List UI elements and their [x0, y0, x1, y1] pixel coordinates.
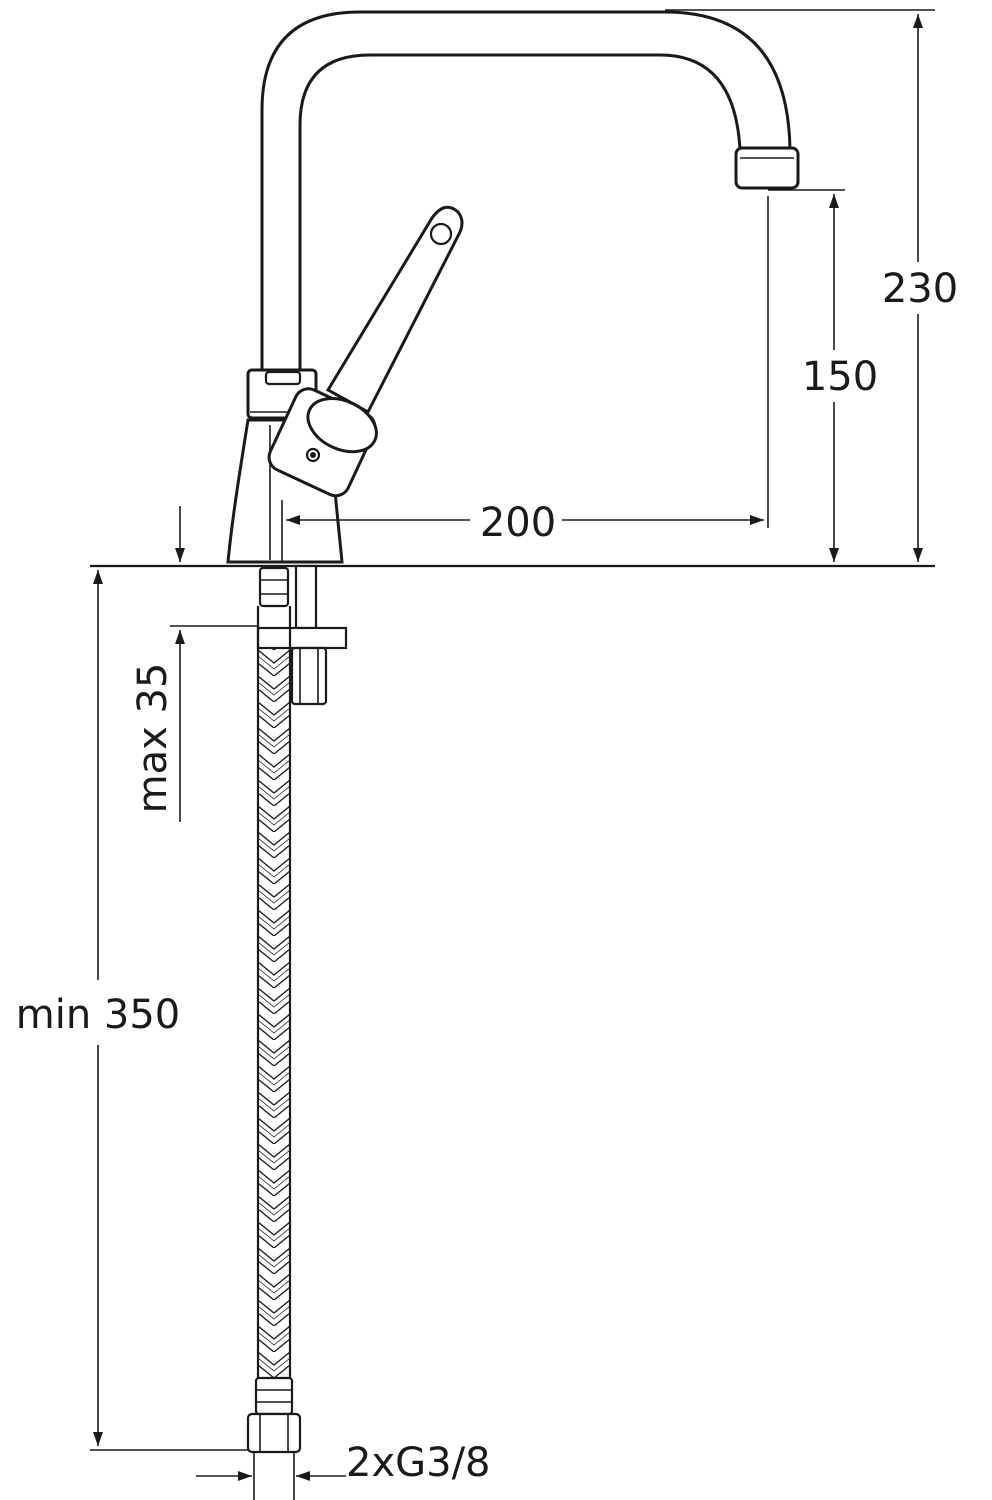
dim-reach: 200 — [281, 196, 769, 562]
dim-outlet-height-label: 150 — [802, 354, 878, 400]
dim-total-height-label: 230 — [882, 266, 958, 312]
dim-connection-label: 2xG3/8 — [346, 1440, 491, 1486]
dim-min-hose: min 350 — [16, 570, 248, 1451]
faucet-lever — [267, 205, 464, 498]
dim-min-hose-label: min 350 — [16, 992, 181, 1038]
dim-max-thickness: max 35 — [130, 506, 258, 822]
hose-top-fitting — [258, 566, 290, 608]
dim-connection: 2xG3/8 — [196, 1440, 491, 1486]
dim-outlet-height: 150 — [768, 189, 878, 562]
dim-max-thickness-label: max 35 — [130, 663, 176, 814]
mounting-rod — [294, 564, 318, 630]
mounting-bracket — [256, 626, 348, 706]
dim-reach-label: 200 — [480, 500, 556, 546]
braided-hose — [256, 606, 292, 1380]
dim-total-height: 230 — [665, 9, 958, 562]
lever-screw-icon — [310, 452, 316, 458]
hose-bottom-fitting — [246, 1376, 302, 1500]
faucet-spout — [260, 10, 800, 372]
